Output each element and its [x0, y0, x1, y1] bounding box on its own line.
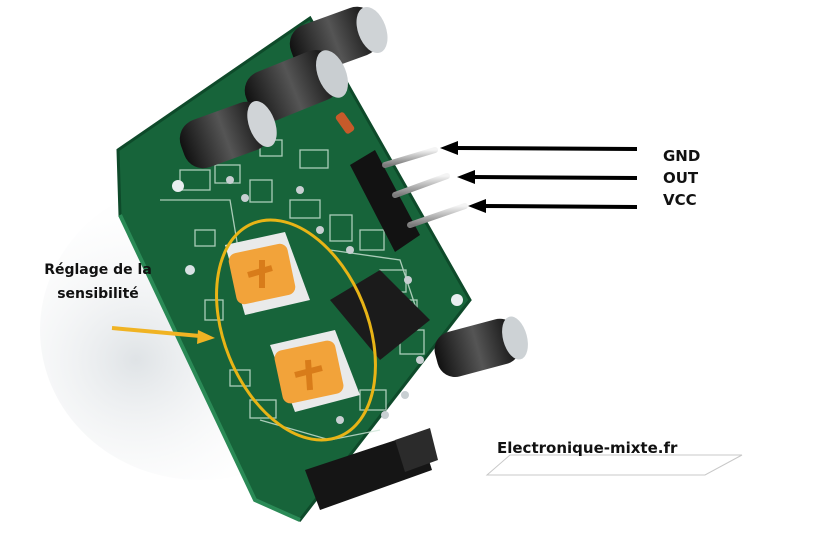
- pin-label-gnd: GND: [663, 147, 701, 165]
- pin-label-out: OUT: [663, 169, 699, 187]
- pin-label-vcc: VCC: [663, 191, 697, 209]
- potentiometer-1: [225, 232, 310, 315]
- sensitivity-annotation-line1: Réglage de la: [44, 262, 152, 278]
- watermark-text: Electronique-mixte.fr: [497, 439, 678, 457]
- sensitivity-arrow: [111, 326, 215, 344]
- potentiometer-2: [270, 330, 360, 412]
- capacitor-top-2: [244, 49, 349, 122]
- diode: [335, 112, 355, 134]
- jumper-connector: [305, 428, 438, 510]
- sensitivity-annotation-line2: sensibilité: [57, 286, 139, 302]
- watermark-underline: [485, 454, 743, 476]
- pin-header: [350, 147, 468, 252]
- pin-arrows: [440, 141, 638, 213]
- capacitor-top-3: [179, 101, 277, 169]
- sensitivity-annotation: Réglage de la sensibilité: [28, 258, 168, 306]
- ic-chip: [330, 270, 430, 360]
- sensitivity-highlight-ellipse: [215, 218, 377, 442]
- capacitor-bottom: [434, 316, 528, 378]
